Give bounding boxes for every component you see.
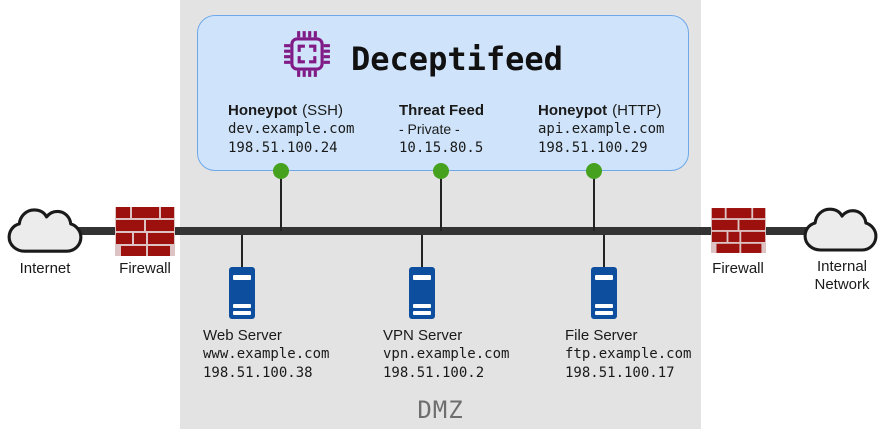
server-name: File Server bbox=[565, 327, 638, 344]
honeypot-http-node: Honeypot(HTTP) api.example.com 198.51.10… bbox=[538, 101, 664, 158]
node-title: Honeypot(SSH) bbox=[228, 102, 344, 119]
chip-icon bbox=[284, 31, 330, 77]
server-hostname: www.example.com bbox=[203, 346, 330, 362]
connector-line-web-server bbox=[241, 235, 243, 268]
green-connector-dot bbox=[273, 163, 289, 179]
network-bus-line bbox=[72, 227, 808, 235]
internal-network-cloud-icon bbox=[803, 207, 878, 252]
node-title: Honeypot(HTTP) bbox=[538, 102, 662, 119]
internal-network-label: Internal Network bbox=[814, 258, 870, 293]
server-name: Web Server bbox=[203, 327, 282, 344]
server-slot bbox=[233, 275, 251, 280]
dmz-zone-label: DMZ bbox=[417, 396, 464, 424]
server-slot bbox=[595, 275, 613, 280]
vpn-server-icon bbox=[409, 267, 435, 319]
node-hostname: api.example.com bbox=[538, 121, 665, 137]
server-hostname: vpn.example.com bbox=[383, 346, 510, 362]
green-connector-dot bbox=[586, 163, 602, 179]
server-vent bbox=[413, 304, 431, 308]
firewall-icon bbox=[115, 207, 175, 256]
right-firewall-label: Firewall bbox=[712, 260, 764, 277]
server-ip-address: 198.51.100.38 bbox=[203, 365, 313, 381]
connector-line-threat-feed bbox=[440, 171, 442, 231]
server-slot bbox=[413, 275, 431, 280]
connector-line-honeypot-http bbox=[593, 171, 595, 231]
node-title: Threat Feed bbox=[399, 102, 485, 119]
server-vent bbox=[233, 311, 251, 315]
node-ip-address: 198.51.100.24 bbox=[228, 140, 338, 156]
connector-line-file-server bbox=[603, 235, 605, 268]
file-server-icon bbox=[591, 267, 617, 319]
internet-cloud-icon bbox=[7, 208, 83, 253]
server-vent bbox=[595, 311, 613, 315]
internet-label: Internet bbox=[19, 260, 71, 277]
deceptifeed-title: Deceptifeed bbox=[351, 40, 563, 78]
server-ip-address: 198.51.100.2 bbox=[383, 365, 485, 381]
connector-line-vpn-server bbox=[421, 235, 423, 268]
vpn-server-label: VPN Server vpn.example.com 198.51.100.2 bbox=[383, 326, 509, 383]
web-server-icon bbox=[229, 267, 255, 319]
green-connector-dot bbox=[433, 163, 449, 179]
server-ip-address: 198.51.100.17 bbox=[565, 365, 675, 381]
connector-line-honeypot-ssh bbox=[280, 171, 282, 231]
server-name: VPN Server bbox=[383, 327, 463, 344]
server-vent bbox=[233, 304, 251, 308]
server-vent bbox=[413, 311, 431, 315]
node-ip-address: 198.51.100.29 bbox=[538, 140, 648, 156]
firewall-icon bbox=[711, 208, 766, 253]
web-server-label: Web Server www.example.com 198.51.100.38 bbox=[203, 326, 329, 383]
honeypot-ssh-node: Honeypot(SSH) dev.example.com 198.51.100… bbox=[228, 101, 354, 158]
server-vent bbox=[595, 304, 613, 308]
threat-feed-node: Threat Feed - Private - 10.15.80.5 bbox=[399, 101, 489, 158]
file-server-label: File Server ftp.example.com 198.51.100.1… bbox=[565, 326, 691, 383]
server-hostname: ftp.example.com bbox=[565, 346, 692, 362]
left-firewall-label: Firewall bbox=[119, 260, 171, 277]
node-visibility: - Private - bbox=[399, 121, 460, 137]
node-hostname: dev.example.com bbox=[228, 121, 355, 137]
node-ip-address: 10.15.80.5 bbox=[399, 140, 484, 156]
deceptifeed-panel: Deceptifeed Honeypot(SSH) dev.example.co… bbox=[197, 15, 689, 171]
